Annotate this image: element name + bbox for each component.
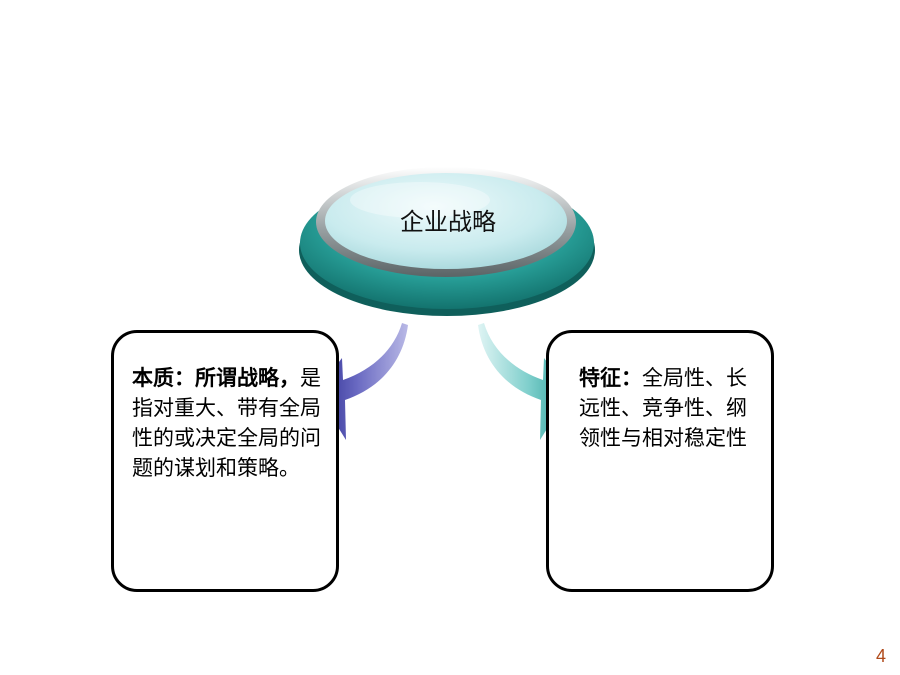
features-heading: 特征： [579,365,642,390]
essence-heading: 本质：所谓战略， [132,365,300,390]
center-label: 企业战略 [400,208,496,236]
features-text: 全局性、长远性、竞争性、纲领性与相对稳定性 [579,366,747,450]
page-number: 4 [875,646,886,666]
left-arrow [316,323,408,440]
essence-box: 本质：所谓战略，是指对重大、带有全局性的或决定全局的问题的谋划和策略。 [111,330,339,592]
central-ellipse [299,167,595,316]
essence-text: 是指对重大、带有全局性的或决定全局的问题的谋划和策略。 [132,366,321,480]
features-box: 特征：全局性、长远性、竞争性、纲领性与相对稳定性 [546,330,774,592]
